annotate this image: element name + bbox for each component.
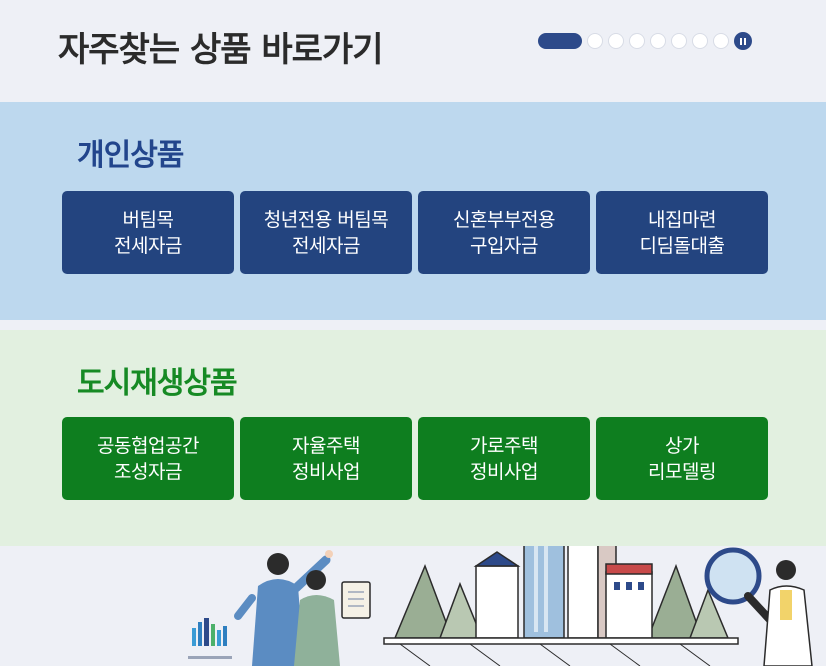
button-label-line1: 자율주택 (292, 434, 360, 457)
button-label-line2: 전세자금 (114, 234, 182, 257)
button-label-line1: 내집마련 (648, 208, 716, 231)
pager-dot-8[interactable] (713, 33, 729, 49)
button-label-line2: 조성자금 (114, 460, 182, 483)
button-label-line1: 신혼부부전용 (453, 208, 555, 231)
pager-dot-5[interactable] (650, 33, 666, 49)
urban-regeneration-section: 도시재생상품 공동협업공간 조성자금 자율주택 정비사업 가로주택 정비사업 상… (0, 330, 826, 546)
button-label-line2: 구입자금 (470, 234, 538, 257)
button-label-line1: 공동협업공간 (97, 434, 199, 457)
pager-dot-7[interactable] (692, 33, 708, 49)
header: 자주찾는 상품 바로가기 (0, 0, 826, 102)
pager-dot-4[interactable] (629, 33, 645, 49)
button-label-line2: 디딤돌대출 (639, 234, 725, 257)
pager-dot-1[interactable] (538, 33, 582, 49)
pause-icon[interactable] (734, 32, 752, 50)
platform-icon (383, 637, 739, 666)
person-clipboard-icon (294, 570, 371, 666)
carousel-pager (538, 32, 752, 50)
button-label-line1: 청년전용 버팀목 (263, 208, 389, 231)
product-button-beotimmok[interactable]: 버팀목 전세자금 (62, 191, 234, 274)
product-button-autonomous-housing[interactable]: 자율주택 정비사업 (240, 417, 412, 500)
city-illustration-svg (188, 546, 813, 666)
button-label-line2: 정비사업 (470, 460, 538, 483)
logo-icon (188, 618, 232, 659)
pager-dot-2[interactable] (587, 33, 603, 49)
personal-products-section: 개인상품 버팀목 전세자금 청년전용 버팀목 전세자금 신혼부부전용 구입자금 … (0, 102, 826, 320)
button-label-line2: 리모델링 (648, 460, 716, 483)
button-label-line2: 정비사업 (292, 460, 360, 483)
product-button-shop-remodeling[interactable]: 상가 리모델링 (596, 417, 768, 500)
buildings-icon (473, 546, 653, 639)
page-title: 자주찾는 상품 바로가기 (58, 30, 383, 70)
button-label-line1: 버팀목 (122, 208, 174, 231)
personal-products-title: 개인상품 (77, 138, 184, 173)
product-button-youth-beotimmok[interactable]: 청년전용 버팀목 전세자금 (240, 191, 412, 274)
pager-dot-3[interactable] (608, 33, 624, 49)
product-button-newlywed-purchase[interactable]: 신혼부부전용 구입자금 (418, 191, 590, 274)
button-label-line2: 전세자금 (292, 234, 360, 257)
pager-dot-6[interactable] (671, 33, 687, 49)
button-label-line1: 상가 (665, 434, 699, 457)
product-button-didimdol-loan[interactable]: 내집마련 디딤돌대출 (596, 191, 768, 274)
product-button-coworking-space[interactable]: 공동협업공간 조성자금 (62, 417, 234, 500)
city-illustration (0, 546, 826, 666)
product-button-street-housing[interactable]: 가로주택 정비사업 (418, 417, 590, 500)
button-label-line1: 가로주택 (470, 434, 538, 457)
personal-products-buttons: 버팀목 전세자금 청년전용 버팀목 전세자금 신혼부부전용 구입자금 내집마련 … (62, 191, 768, 274)
person-researcher-icon (763, 560, 813, 666)
urban-products-buttons: 공동협업공간 조성자금 자율주택 정비사업 가로주택 정비사업 상가 리모델링 (62, 417, 768, 500)
urban-regeneration-title: 도시재생상품 (77, 366, 238, 401)
